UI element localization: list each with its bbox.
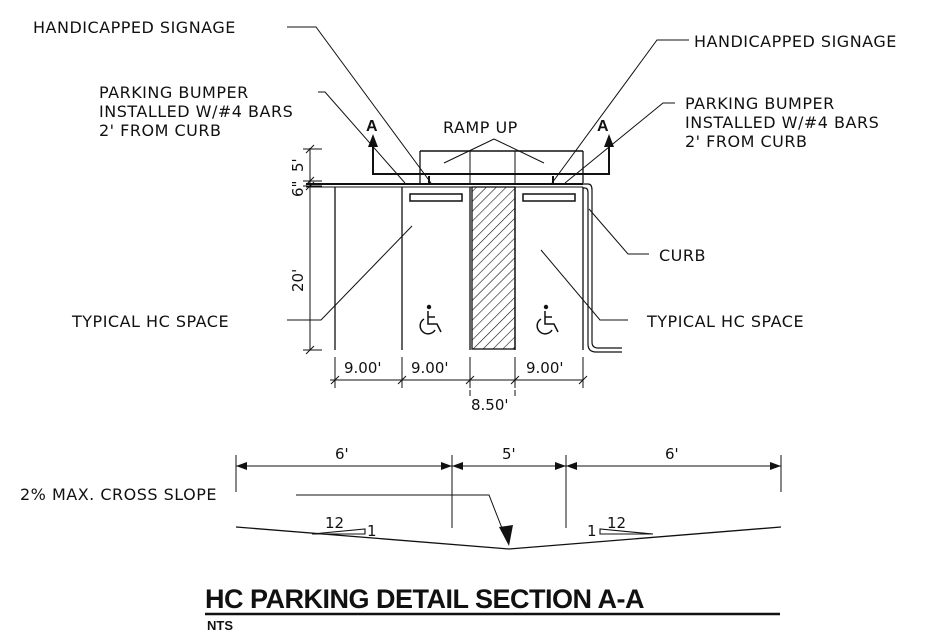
plan-view: A A <box>33 18 897 414</box>
leader-lines <box>287 26 689 321</box>
dim-bay-2: 9.00' <box>411 359 449 377</box>
dim-section-middle: 5' <box>502 445 516 463</box>
drawing-subtitle: NTS <box>207 618 233 632</box>
slope-right-rise: 1 <box>587 522 597 540</box>
label-parking-bumper-left: PARKING BUMPER <box>99 83 249 102</box>
dim-aisle: 8.50' <box>471 396 509 414</box>
label-handicapped-signage-left: HANDICAPPED SIGNAGE <box>33 18 236 37</box>
drawing-title: HC PARKING DETAIL SECTION A-A <box>205 584 644 614</box>
label-parking-bumper-left-2: INSTALLED W/#4 BARS <box>99 102 293 121</box>
dim-section-left: 6' <box>335 445 349 463</box>
label-cross-slope: 2% MAX. CROSS SLOPE <box>20 485 217 504</box>
slope-right-run: 12 <box>607 514 626 532</box>
label-parking-bumper-left-3: 2' FROM CURB <box>99 121 221 140</box>
wheelchair-icon <box>536 304 559 335</box>
access-aisle-hatch <box>471 186 516 350</box>
dim-20ft: 20' <box>289 269 307 292</box>
dim-bay-1: 9.00' <box>344 359 382 377</box>
ramp-outline <box>419 150 584 183</box>
label-parking-bumper-right-3: 2' FROM CURB <box>685 132 807 151</box>
parking-bumper-left <box>409 193 463 202</box>
slope-left-rise: 1 <box>367 522 377 540</box>
label-handicapped-signage-right: HANDICAPPED SIGNAGE <box>694 32 897 51</box>
slope-marker-right: 12 1 <box>587 514 654 540</box>
label-parking-bumper-right: PARKING BUMPER <box>685 94 835 113</box>
section-arrow-left-icon <box>368 134 378 147</box>
section-marker-right: A <box>597 118 609 135</box>
label-ramp-up: RAMP UP <box>443 118 518 137</box>
wheelchair-icon <box>419 304 442 335</box>
dim-6in: 6" <box>289 181 307 197</box>
curb-line <box>306 183 622 353</box>
cross-slope-arrow-icon <box>499 525 513 546</box>
vertical-dimension <box>303 144 322 355</box>
label-curb: CURB <box>659 246 706 265</box>
cross-slope-leader <box>296 494 508 542</box>
bay-dimension-lines <box>330 357 588 396</box>
label-parking-bumper-right-2: INSTALLED W/#4 BARS <box>685 113 879 132</box>
stall-lines <box>334 187 584 350</box>
section-marker-left: A <box>366 118 378 135</box>
drawing-title-block: HC PARKING DETAIL SECTION A-A NTS <box>205 584 780 632</box>
label-typical-hc-space-left: TYPICAL HC SPACE <box>71 312 229 331</box>
section-view: 6' 5' 6' 2% MAX. CROSS SLOPE 12 1 12 1 <box>20 445 782 550</box>
dim-bay-3: 9.00' <box>526 359 564 377</box>
section-arrow-right-icon <box>604 134 614 147</box>
label-typical-hc-space-right: TYPICAL HC SPACE <box>646 312 804 331</box>
dim-5ft: 5' <box>289 158 307 172</box>
slope-marker-left: 12 1 <box>311 514 377 540</box>
dim-section-right: 6' <box>665 445 679 463</box>
slope-left-run: 12 <box>325 514 344 532</box>
section-dimension-lines <box>235 455 782 528</box>
section-dimension-arrows <box>236 462 781 470</box>
parking-bumper-right <box>522 193 576 202</box>
